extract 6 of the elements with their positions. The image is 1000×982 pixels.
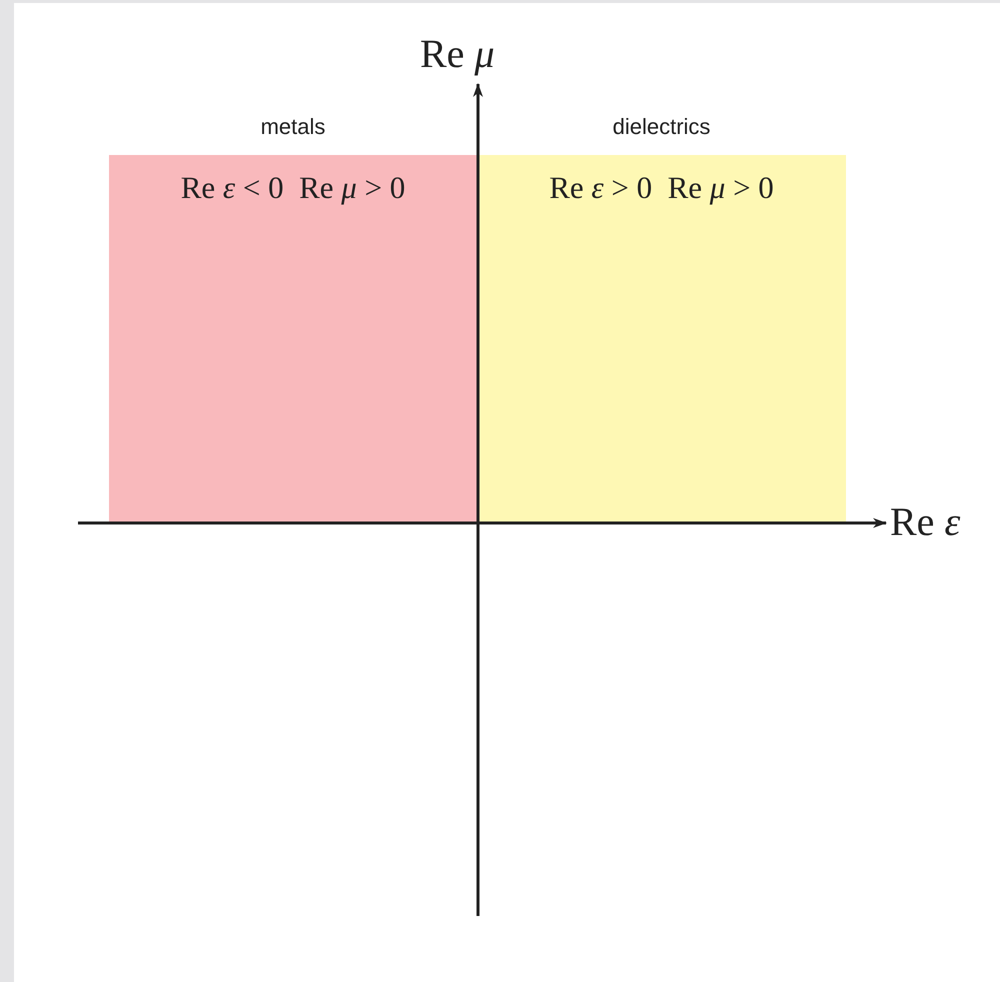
region-heading: metals [260, 113, 326, 141]
region-condition: Re ε > 0 Re μ > 0 [549, 169, 774, 207]
region-heading: dielectrics [612, 113, 710, 141]
axis-label: Re ε [890, 498, 960, 546]
region-condition: Re ε < 0 Re μ > 0 [180, 169, 406, 207]
axis-label: Re μ [420, 30, 495, 78]
